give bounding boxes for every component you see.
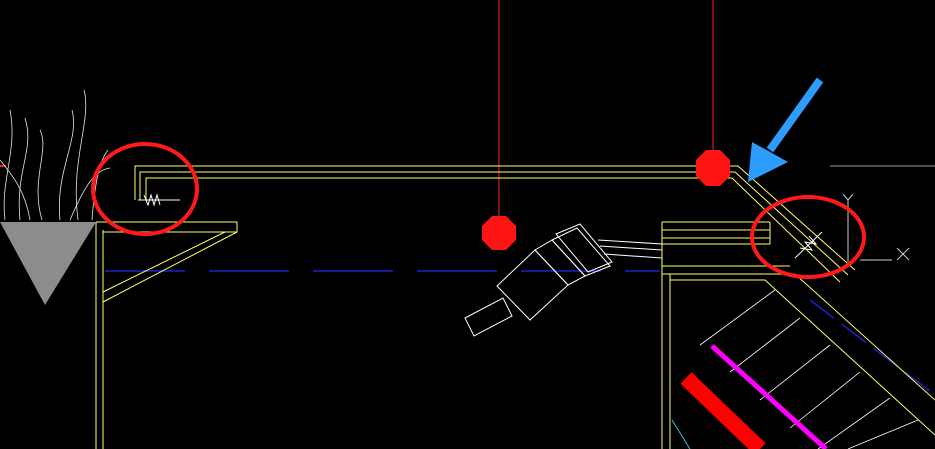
cyan-edge	[671, 419, 691, 449]
screw-icon-right	[794, 231, 823, 259]
cross-marker-icon	[896, 247, 910, 261]
axis-line-blue-diagonal	[809, 299, 935, 396]
pendant-light-icon-right[interactable]	[696, 150, 730, 186]
plant-icon	[0, 89, 111, 305]
highlight-circle-right	[750, 195, 866, 279]
red-band	[680, 372, 766, 449]
right-cabinet	[661, 221, 935, 449]
arrow-pointer-icon	[748, 77, 824, 182]
stair-hatch	[699, 289, 919, 449]
magenta-band	[710, 344, 828, 449]
y-marker-icon	[842, 193, 854, 201]
screw-icon	[138, 193, 180, 207]
ceiling-outline	[134, 165, 856, 283]
left-wall-bracket	[95, 221, 238, 449]
spotlight-icon	[464, 223, 663, 337]
highlight-circle-left	[91, 142, 199, 236]
pendant-light-icon[interactable]	[482, 216, 516, 250]
